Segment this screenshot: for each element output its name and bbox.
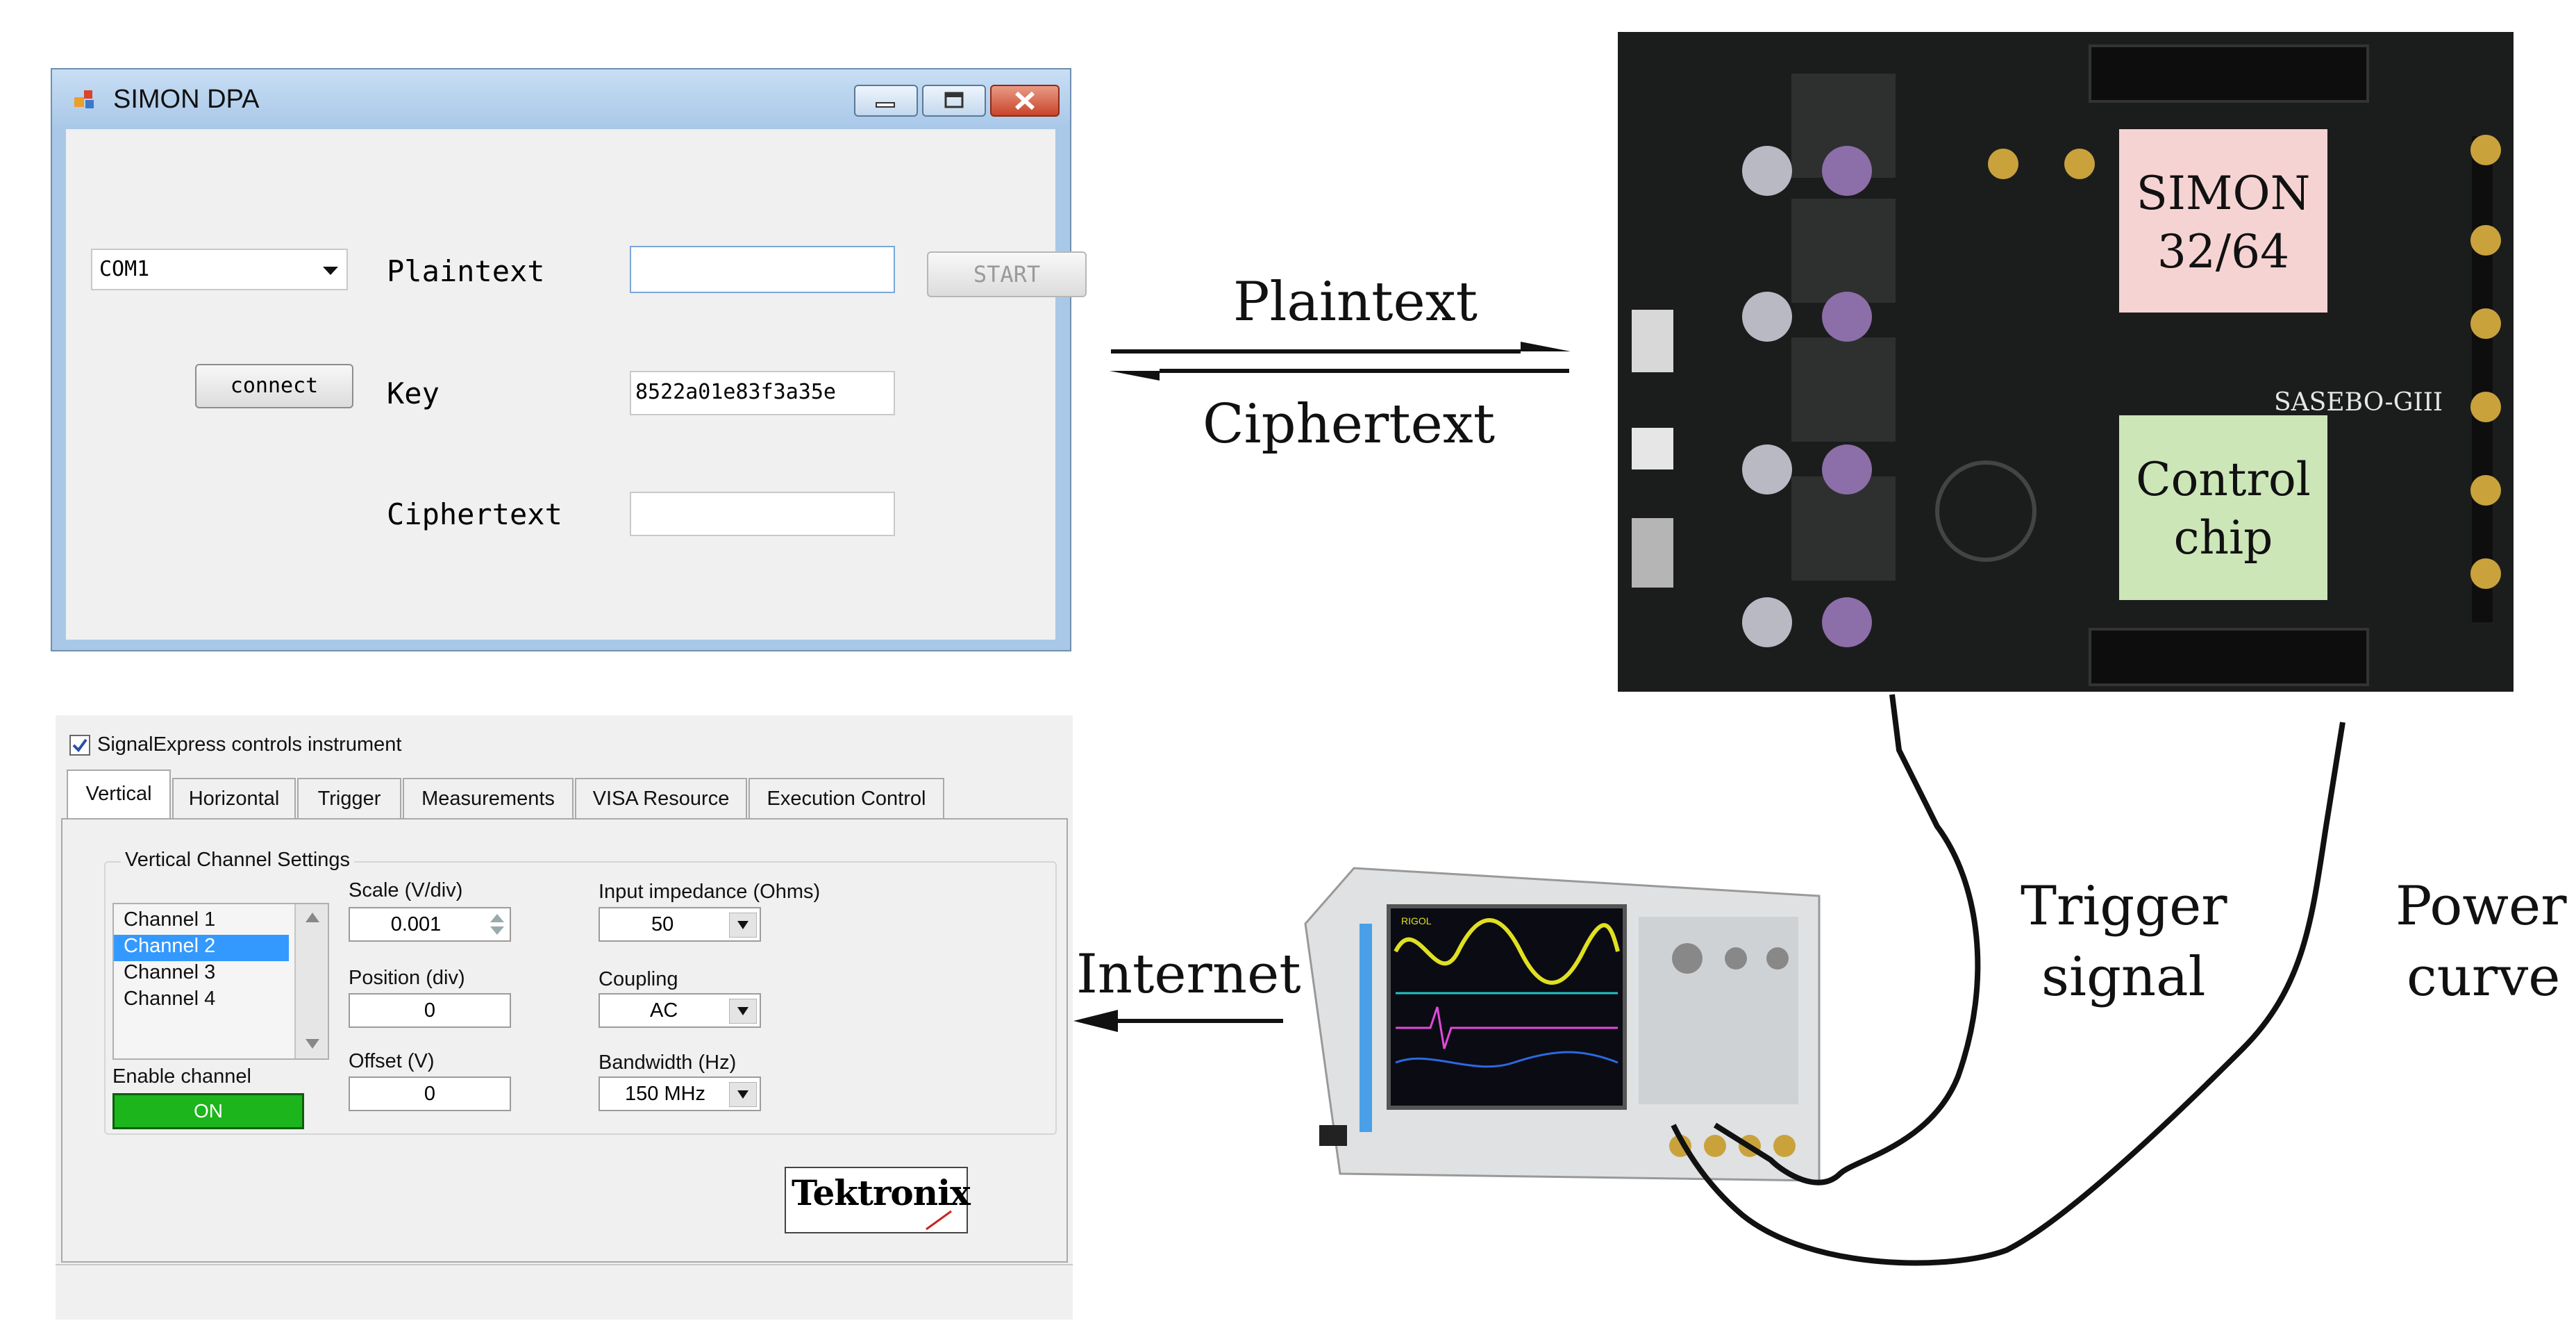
internet-label: Internet — [1076, 943, 1301, 1006]
close-button[interactable] — [990, 85, 1060, 117]
enable-channel-label: Enable channel — [112, 1065, 251, 1088]
impedance-select[interactable]: 50 — [599, 907, 761, 942]
status-divider — [56, 1264, 1073, 1265]
tab-horizontal[interactable]: Horizontal — [172, 778, 296, 818]
vertical-tab-panel: Vertical Channel Settings Channel 1 Chan… — [61, 818, 1068, 1263]
channel-list-item-selected[interactable]: Channel 2 — [114, 935, 289, 961]
chevron-down-icon — [323, 267, 338, 275]
channel-list-item[interactable]: Channel 3 — [124, 961, 216, 983]
internet-arrow — [1073, 1010, 1283, 1032]
title-bar: SIMON DPA — [52, 69, 1070, 128]
bandwidth-label: Bandwidth (Hz) — [599, 1051, 737, 1074]
scale-label: Scale (V/div) — [349, 879, 463, 901]
signalexpress-panel: SignalExpress controls instrument Vertic… — [56, 715, 1073, 1320]
chevron-down-icon — [729, 913, 757, 938]
simon-dpa-window: SIMON DPA COM1 Plaintext START connect K… — [51, 68, 1087, 651]
key-input[interactable]: 8522a01e83f3a35e — [630, 371, 895, 415]
simon-box-line2: 32/64 — [2157, 225, 2290, 278]
scroll-up-icon[interactable] — [304, 910, 321, 926]
oscilloscope-photo — [1304, 867, 1821, 1182]
close-icon — [1014, 91, 1035, 110]
com-port-value: COM1 — [99, 257, 150, 281]
tab-vertical[interactable]: Vertical — [67, 770, 171, 820]
controls-instrument-label: SignalExpress controls instrument — [97, 733, 402, 756]
board-illustration — [1618, 32, 2514, 692]
channel-list-item[interactable]: Channel 4 — [124, 988, 216, 1010]
offset-input[interactable]: 0 — [349, 1076, 511, 1111]
simon-box-line1: SIMON — [2136, 167, 2311, 220]
vertical-channel-settings-group — [104, 861, 1057, 1135]
channel-list[interactable]: Channel 1 Channel 2 Channel 3 Channel 4 — [112, 903, 329, 1060]
minimize-button[interactable] — [854, 85, 918, 117]
channel-list-scrollbar[interactable] — [294, 904, 328, 1058]
check-icon — [72, 738, 87, 753]
control-box-line1: Control — [2136, 453, 2311, 506]
fpga-board-photo: SASEBO-GIII SASEBO-GIII SIMON 32/64 Cont… — [1618, 32, 2514, 692]
chevron-down-icon — [729, 1082, 757, 1107]
maximize-icon — [944, 92, 964, 108]
plaintext-input[interactable] — [630, 246, 895, 293]
minimize-icon — [876, 102, 895, 108]
spin-arrows-icon[interactable] — [486, 910, 508, 939]
logo-swoosh-icon — [926, 1210, 952, 1231]
controls-instrument-checkbox[interactable] — [69, 735, 90, 756]
window-client-area: COM1 Plaintext START connect Key 8522a01… — [66, 129, 1087, 640]
tab-measurements[interactable]: Measurements — [403, 778, 574, 818]
position-label: Position (div) — [349, 967, 465, 989]
tab-execution-control[interactable]: Execution Control — [748, 778, 944, 818]
board-silkscreen-label: SASEBO-GIII — [2274, 388, 2443, 417]
bandwidth-select[interactable]: 150 MHz — [599, 1076, 761, 1111]
group-title: Vertical Channel Settings — [121, 849, 355, 872]
tab-visa-resource[interactable]: VISA Resource — [575, 778, 747, 818]
com-port-select[interactable]: COM1 — [91, 249, 348, 290]
impedance-label: Input impedance (Ohms) — [599, 881, 821, 903]
power-label-line2: curve — [2407, 946, 2561, 1008]
offset-label: Offset (V) — [349, 1050, 435, 1072]
tektronix-logo: Tektronix — [785, 1167, 971, 1233]
key-label: Key — [387, 376, 440, 410]
plaintext-arrow-label: Plaintext — [1233, 271, 1478, 333]
maximize-button[interactable] — [922, 85, 986, 117]
scale-value: 0.001 — [390, 913, 442, 935]
chevron-down-icon — [729, 999, 757, 1024]
oscilloscope-brand: RIGOL — [1401, 915, 1432, 926]
coupling-value: AC — [650, 999, 678, 1022]
position-input[interactable]: 0 — [349, 993, 511, 1028]
control-box-line2: chip — [2173, 511, 2273, 565]
start-button[interactable]: START — [927, 251, 1087, 297]
bandwidth-value: 150 MHz — [625, 1083, 706, 1105]
channel-list-item[interactable]: Channel 1 — [124, 908, 216, 931]
enable-channel-button[interactable]: ON — [112, 1093, 304, 1129]
ciphertext-label: Ciphertext — [387, 497, 562, 531]
scale-input[interactable]: 0.001 — [349, 907, 511, 942]
control-chip-box: Control chip — [2119, 415, 2327, 600]
ciphertext-arrow-label: Ciphertext — [1203, 393, 1496, 456]
tab-trigger[interactable]: Trigger — [297, 778, 401, 818]
exchange-arrows — [1110, 342, 1571, 381]
app-icon — [74, 90, 94, 108]
coupling-select[interactable]: AC — [599, 993, 761, 1028]
trigger-label-line1: Trigger — [2021, 875, 2227, 938]
simon-box: SIMON 32/64 — [2119, 129, 2327, 313]
window-title: SIMON DPA — [113, 85, 260, 114]
connect-button[interactable]: connect — [195, 364, 353, 408]
power-label-line1: Power — [2395, 875, 2567, 938]
probe-cables — [1671, 694, 2345, 1266]
plaintext-label: Plaintext — [387, 254, 545, 288]
trigger-label-line2: signal — [2041, 946, 2206, 1008]
scroll-down-icon[interactable] — [304, 1035, 321, 1051]
impedance-value: 50 — [651, 913, 674, 935]
coupling-label: Coupling — [599, 968, 678, 990]
ciphertext-input[interactable] — [630, 492, 895, 536]
